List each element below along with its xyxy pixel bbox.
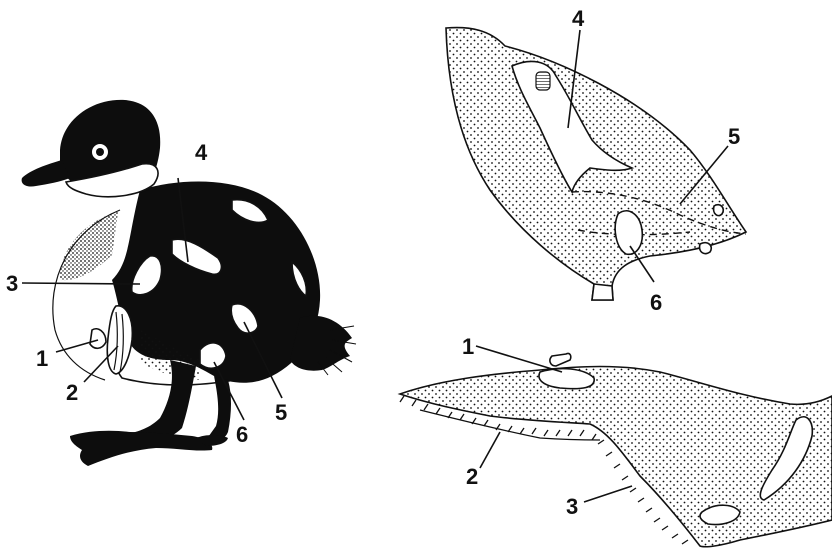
duckling-label-1: 1 xyxy=(36,346,48,371)
dorsal-spot-b xyxy=(700,243,712,254)
dorsal-patch-6 xyxy=(615,211,642,254)
duckling-label-4: 4 xyxy=(195,140,208,165)
dorsal-tract-diagram xyxy=(446,28,746,300)
duckling-label-5: 5 xyxy=(275,400,287,425)
dorsal-hatched-mark xyxy=(536,72,550,90)
dorsal-label-4: 4 xyxy=(572,6,585,31)
tail-fluff xyxy=(290,316,352,371)
eye-pupil xyxy=(96,148,104,156)
dorsal-spot-a xyxy=(714,205,724,216)
ventral-tuft xyxy=(550,353,571,366)
ventral-outline xyxy=(400,367,832,547)
foot-left xyxy=(70,431,212,466)
ventral-label-3: 3 xyxy=(566,494,578,519)
dorsal-stem xyxy=(592,284,613,300)
breast-stipple xyxy=(60,212,118,280)
bill xyxy=(22,160,70,187)
ventral-label-2: 2 xyxy=(466,464,478,489)
ventral-tract-diagram xyxy=(400,353,832,546)
duckling-label-6: 6 xyxy=(236,422,248,447)
patch-6 xyxy=(200,343,226,368)
duckling-label-2: 2 xyxy=(66,380,78,405)
duckling-label-3: 3 xyxy=(6,271,18,296)
dorsal-label-5: 5 xyxy=(728,124,740,149)
ventral-label-1: 1 xyxy=(462,334,474,359)
patch-1 xyxy=(90,329,106,349)
dorsal-label-6: 6 xyxy=(650,290,662,315)
